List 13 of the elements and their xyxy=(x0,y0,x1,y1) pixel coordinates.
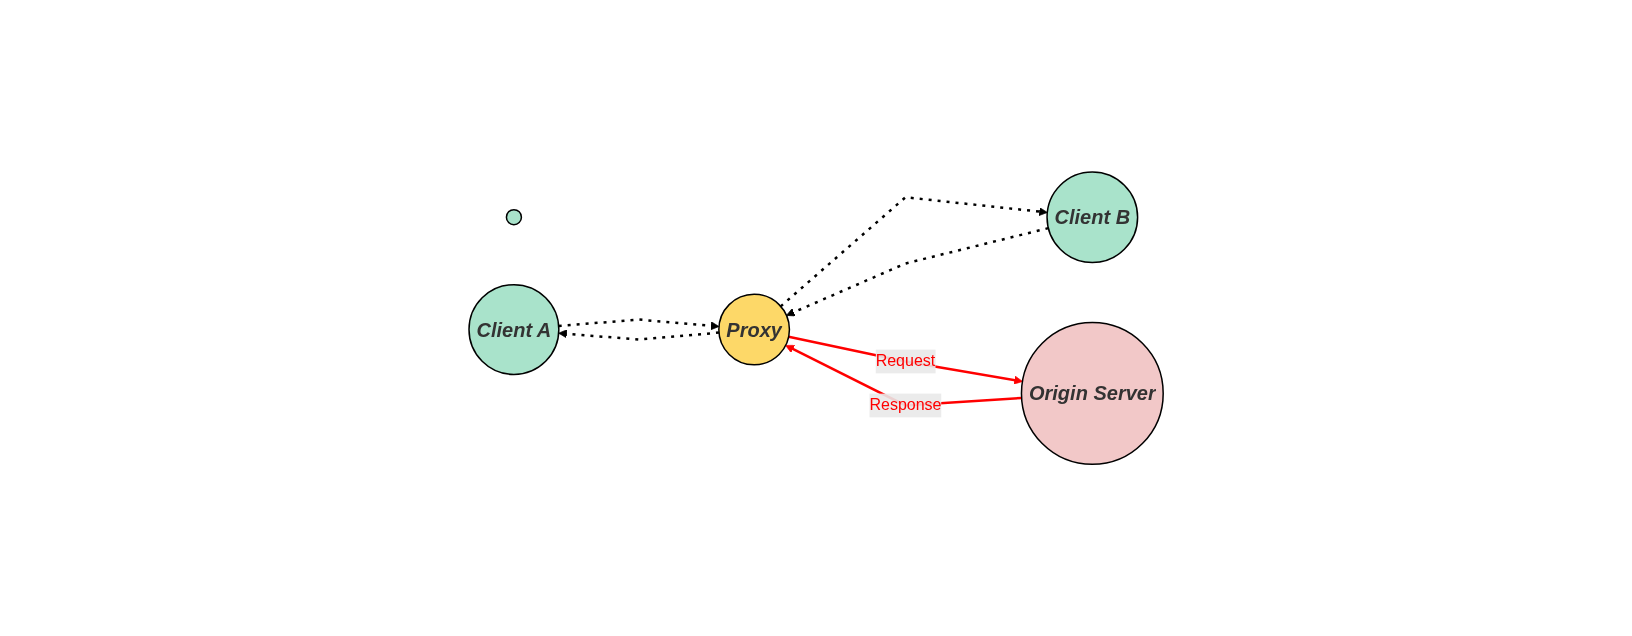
node-circle: Proxy xyxy=(718,293,791,366)
node-circle: Origin Server xyxy=(1020,321,1164,465)
arrow xyxy=(786,226,1049,317)
arrow xyxy=(788,335,1023,385)
node-circle: Client B xyxy=(1046,171,1139,264)
arrow xyxy=(558,329,719,341)
arrow xyxy=(558,318,720,331)
edge-label: Response xyxy=(869,396,942,414)
edge-label: Request xyxy=(875,352,936,370)
node-circle xyxy=(505,208,523,226)
arrow xyxy=(779,195,1048,308)
node-circle: Client A xyxy=(468,283,560,376)
arrow xyxy=(785,344,1022,407)
